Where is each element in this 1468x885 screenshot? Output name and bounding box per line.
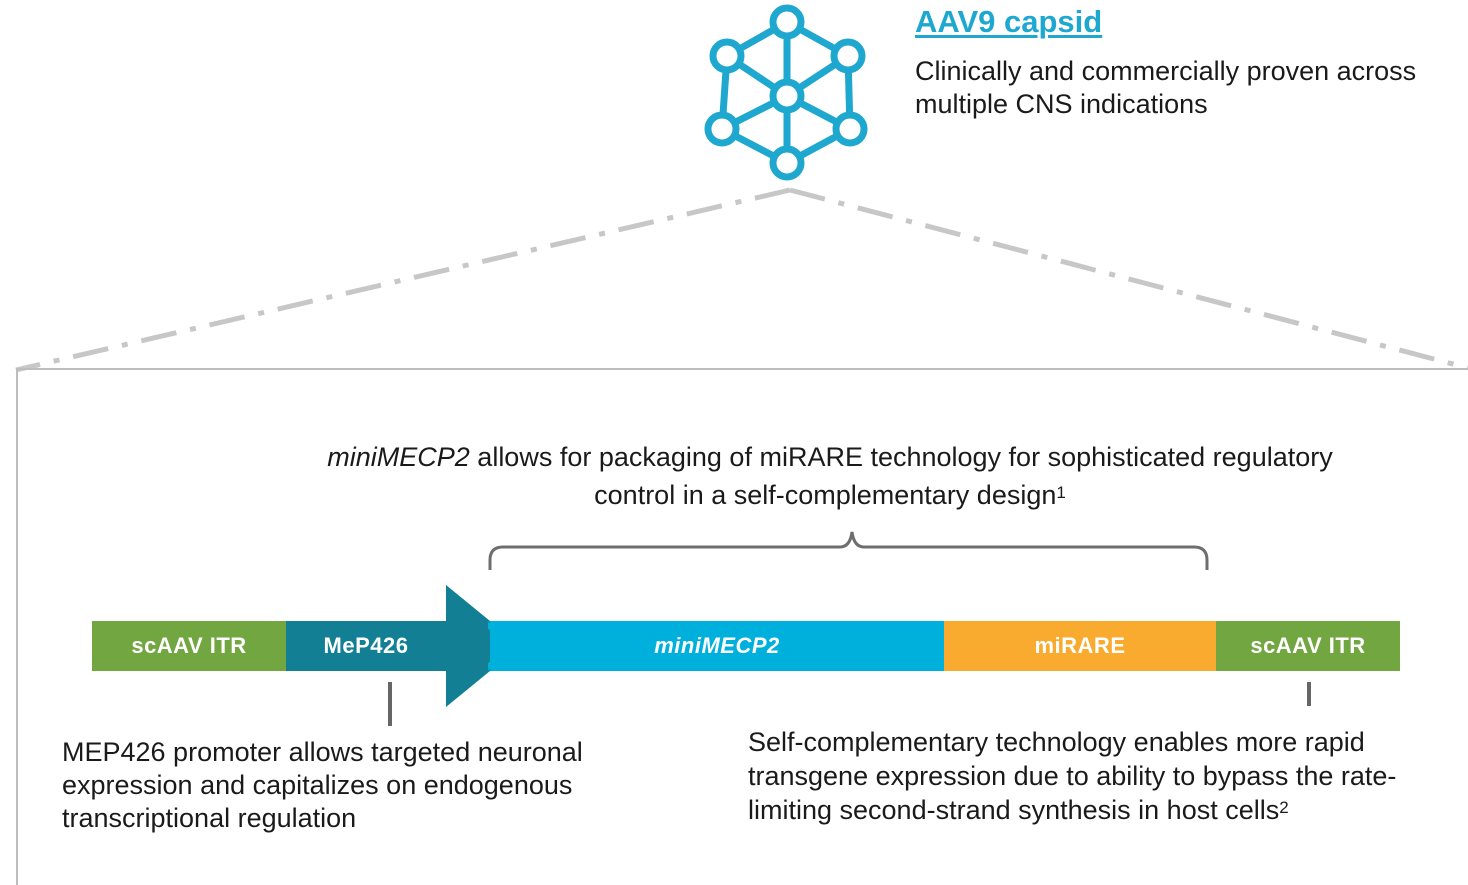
packaging-note-ref: 1 <box>1056 483 1066 502</box>
segment-mep426: MeP426 <box>286 621 446 671</box>
zoom-line-left <box>15 187 791 373</box>
mep-callout-line <box>388 682 392 726</box>
capsid-title: AAV9 capsid <box>915 4 1103 39</box>
construct-panel <box>16 368 1468 885</box>
self-complementary-ref: 2 <box>1279 798 1289 817</box>
segment-scaav-itr-left: scAAV ITR <box>92 621 286 671</box>
capsid-icon <box>704 4 868 181</box>
itr-callout-line <box>1307 682 1311 706</box>
capsid-description: Clinically and commercially proven acros… <box>915 56 1417 119</box>
zoom-line-right <box>789 187 1468 371</box>
packaging-note-text: allows for packaging of miRARE technolog… <box>469 442 1333 510</box>
packaging-note-gene: miniMECP2 <box>327 442 470 472</box>
self-complementary-annotation: Self-complementary technology enables mo… <box>748 725 1458 827</box>
self-complementary-text: Self-complementary technology enables mo… <box>748 727 1397 825</box>
segment-scaav-itr-right: scAAV ITR <box>1216 621 1400 671</box>
segment-mirare: miRARE <box>944 621 1216 671</box>
packaging-note: miniMECP2 allows for packaging of miRARE… <box>300 438 1360 514</box>
mep426-annotation: MEP426 promoter allows targeted neuronal… <box>62 737 583 833</box>
segment-minimecp2: miniMECP2 <box>490 621 944 671</box>
